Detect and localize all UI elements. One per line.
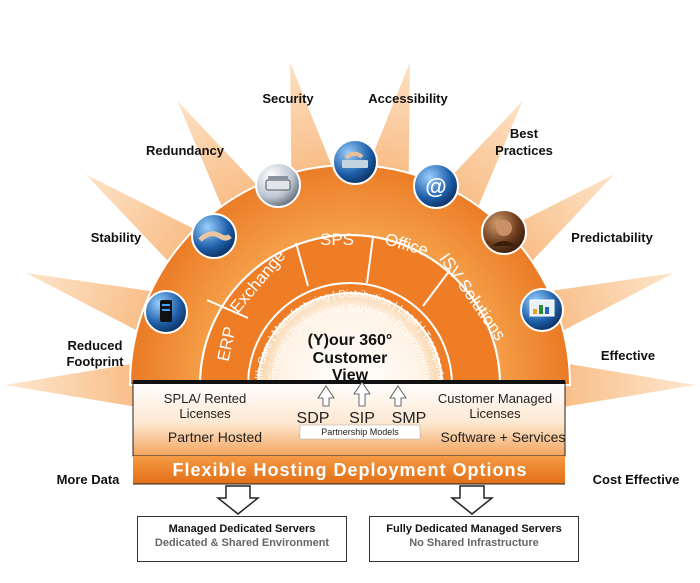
- center-line-3: View: [332, 367, 369, 384]
- security-label: Security: [262, 91, 314, 106]
- more-data-label: More Data: [57, 472, 121, 487]
- center-line-2: Customer: [313, 350, 388, 367]
- fully-dedicated-subtitle: No Shared Infrastructure: [409, 537, 539, 549]
- icon-globes: @: [144, 139, 564, 334]
- customer-managed-label-1: Customer Managed: [438, 391, 552, 406]
- customer-managed-label-2: Licenses: [469, 406, 521, 421]
- divider: [366, 236, 374, 284]
- down-arrows: [215, 485, 495, 515]
- sun-ray: [548, 360, 695, 410]
- sun-ray: [25, 272, 172, 341]
- sun-ray: [5, 360, 152, 410]
- down-arrow-icon: [215, 485, 261, 515]
- up-arrow-icon: [389, 385, 407, 407]
- divider: [206, 299, 249, 319]
- fully-dedicated-title: Fully Dedicated Managed Servers: [386, 523, 562, 535]
- deployment-band: SPLA/ Rented Licenses Customer Managed L…: [132, 380, 566, 485]
- sip-label: SIP: [349, 410, 375, 427]
- reduced-footprint-label-2: Footprint: [66, 354, 124, 369]
- svg-text:@: @: [425, 174, 446, 199]
- best-practices-label-1: Best: [510, 126, 539, 141]
- divider: [422, 269, 451, 307]
- spla-label-2: Licenses: [179, 406, 231, 421]
- best-practices-label-2: Practices: [495, 143, 553, 158]
- sun-ray: [528, 272, 675, 341]
- managed-dedicated-title: Managed Dedicated Servers: [168, 523, 316, 535]
- smp-label: SMP: [392, 410, 427, 427]
- managed-dedicated-box: Managed Dedicated Servers Dedicated & Sh…: [137, 516, 347, 562]
- software-services-label: Software + Services: [441, 429, 566, 445]
- managed-dedicated-subtitle: Dedicated & Shared Environment: [154, 537, 330, 549]
- scanner-icon[interactable]: [255, 162, 301, 208]
- redundancy-label: Redundancy: [146, 143, 225, 158]
- up-arrow-icon: [317, 385, 335, 407]
- stability-label: Stability: [91, 230, 142, 245]
- accessibility-label: Accessibility: [368, 91, 448, 106]
- down-arrow-icon: [449, 485, 495, 515]
- at-sign-icon[interactable]: @: [413, 163, 459, 209]
- spla-label-1: SPLA/ Rented: [164, 391, 246, 406]
- keyboard-hand-icon[interactable]: [332, 139, 378, 185]
- sdp-label: SDP: [297, 410, 330, 427]
- partner-hosted-label: Partner Hosted: [168, 429, 262, 445]
- flexible-hosting-label: Flexible Hosting Deployment Options: [172, 460, 527, 480]
- sun-ray: [290, 62, 340, 194]
- divider: [295, 242, 309, 287]
- monitor-chart-icon[interactable]: [520, 288, 564, 332]
- handshake-icon[interactable]: [191, 213, 237, 259]
- cost-effective-label: Cost Effective: [593, 472, 680, 487]
- up-arrow-icon: [353, 381, 371, 407]
- benefit-labels: Security Accessibility Redundancy Best P…: [57, 91, 680, 487]
- center-line-1: (Y)our 360°: [308, 332, 393, 349]
- sps-label: SPS: [320, 230, 354, 249]
- center-title: (Y)our 360° Customer View: [308, 332, 393, 384]
- effective-label: Effective: [601, 348, 655, 363]
- reduced-footprint-label-1: Reduced: [68, 338, 123, 353]
- person-phone-icon[interactable]: [481, 209, 527, 255]
- fully-dedicated-box: Fully Dedicated Managed Servers No Share…: [369, 516, 579, 562]
- predictability-label: Predictability: [571, 230, 653, 245]
- server-icon[interactable]: [144, 290, 188, 334]
- partnership-models-label: Partnership Models: [321, 427, 399, 437]
